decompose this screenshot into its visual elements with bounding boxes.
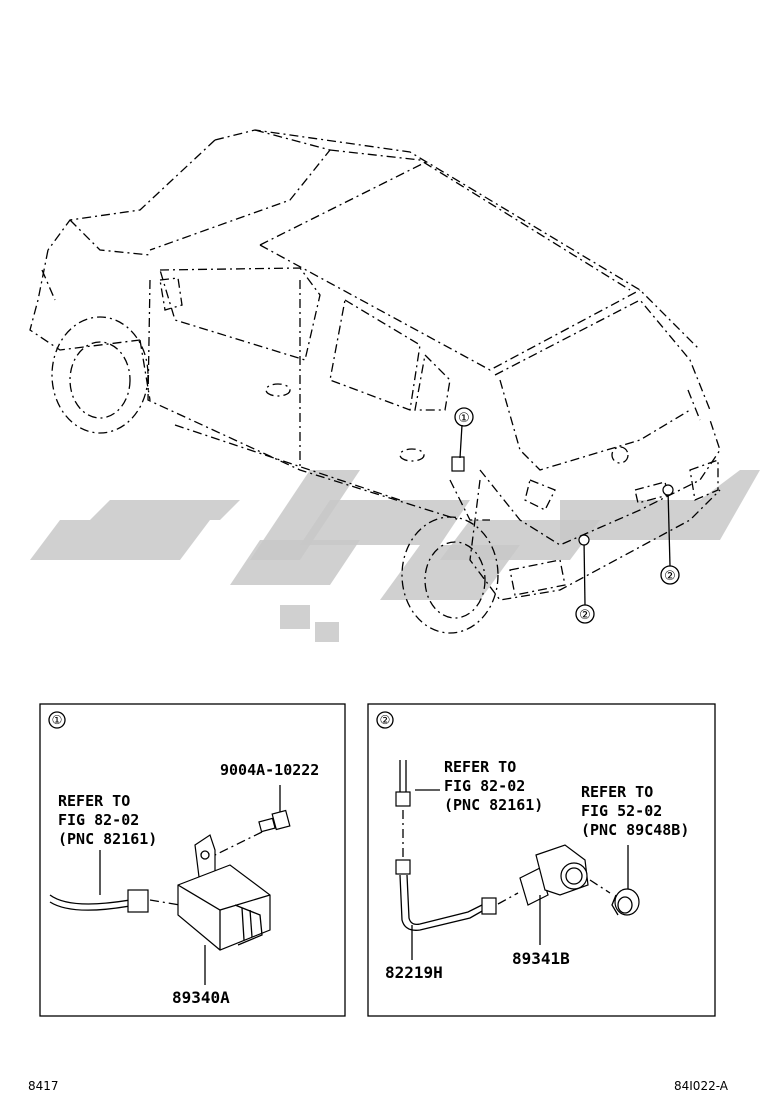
panel-2-ref1-line-1: REFER TO [444,758,516,776]
panel-2-ref2-line-1: REFER TO [581,783,653,801]
module-part-number: 89340A [172,988,230,1007]
bolt-part-number: 9004A-10222 [220,761,319,779]
panel-1-ref-line-2: FIG 82-02 [58,811,139,829]
callout-2-sensor-left: ② [579,608,591,623]
panel-2-ref1-line-2: FIG 82-02 [444,777,525,795]
vehicle-callouts: ① ② ② [454,407,680,624]
panel-2-ref1-line-3: (PNC 82161) [444,796,543,814]
detail-panel-1: ① REFER TO FIG 82-02 (PNC 82161) 9004A-1… [39,703,346,1017]
panel-2-tag: ② [380,713,391,727]
callout-1-module: ① [458,411,470,426]
sensor-part-number: 89341B [512,949,570,968]
footer-right-code: 84I022-A [674,1079,729,1093]
panel-1-ref-line-1: REFER TO [58,792,130,810]
watermark-logo [30,470,760,642]
panel-1-ref-line-3: (PNC 82161) [58,830,157,848]
callout-2-sensor-right: ② [664,569,676,584]
wire-part-number: 82219H [385,963,443,982]
detail-panel-2: ② REFER TO FIG 82-02 (PNC 82161) REFER T… [367,703,716,1017]
vehicle-outline [29,129,721,634]
panel-2-ref2-line-3: (PNC 89C48B) [581,821,689,839]
footer-left-code: 8417 [28,1079,59,1093]
panel-2-ref2-line-2: FIG 52-02 [581,802,662,820]
panel-1-tag: ① [52,713,63,727]
